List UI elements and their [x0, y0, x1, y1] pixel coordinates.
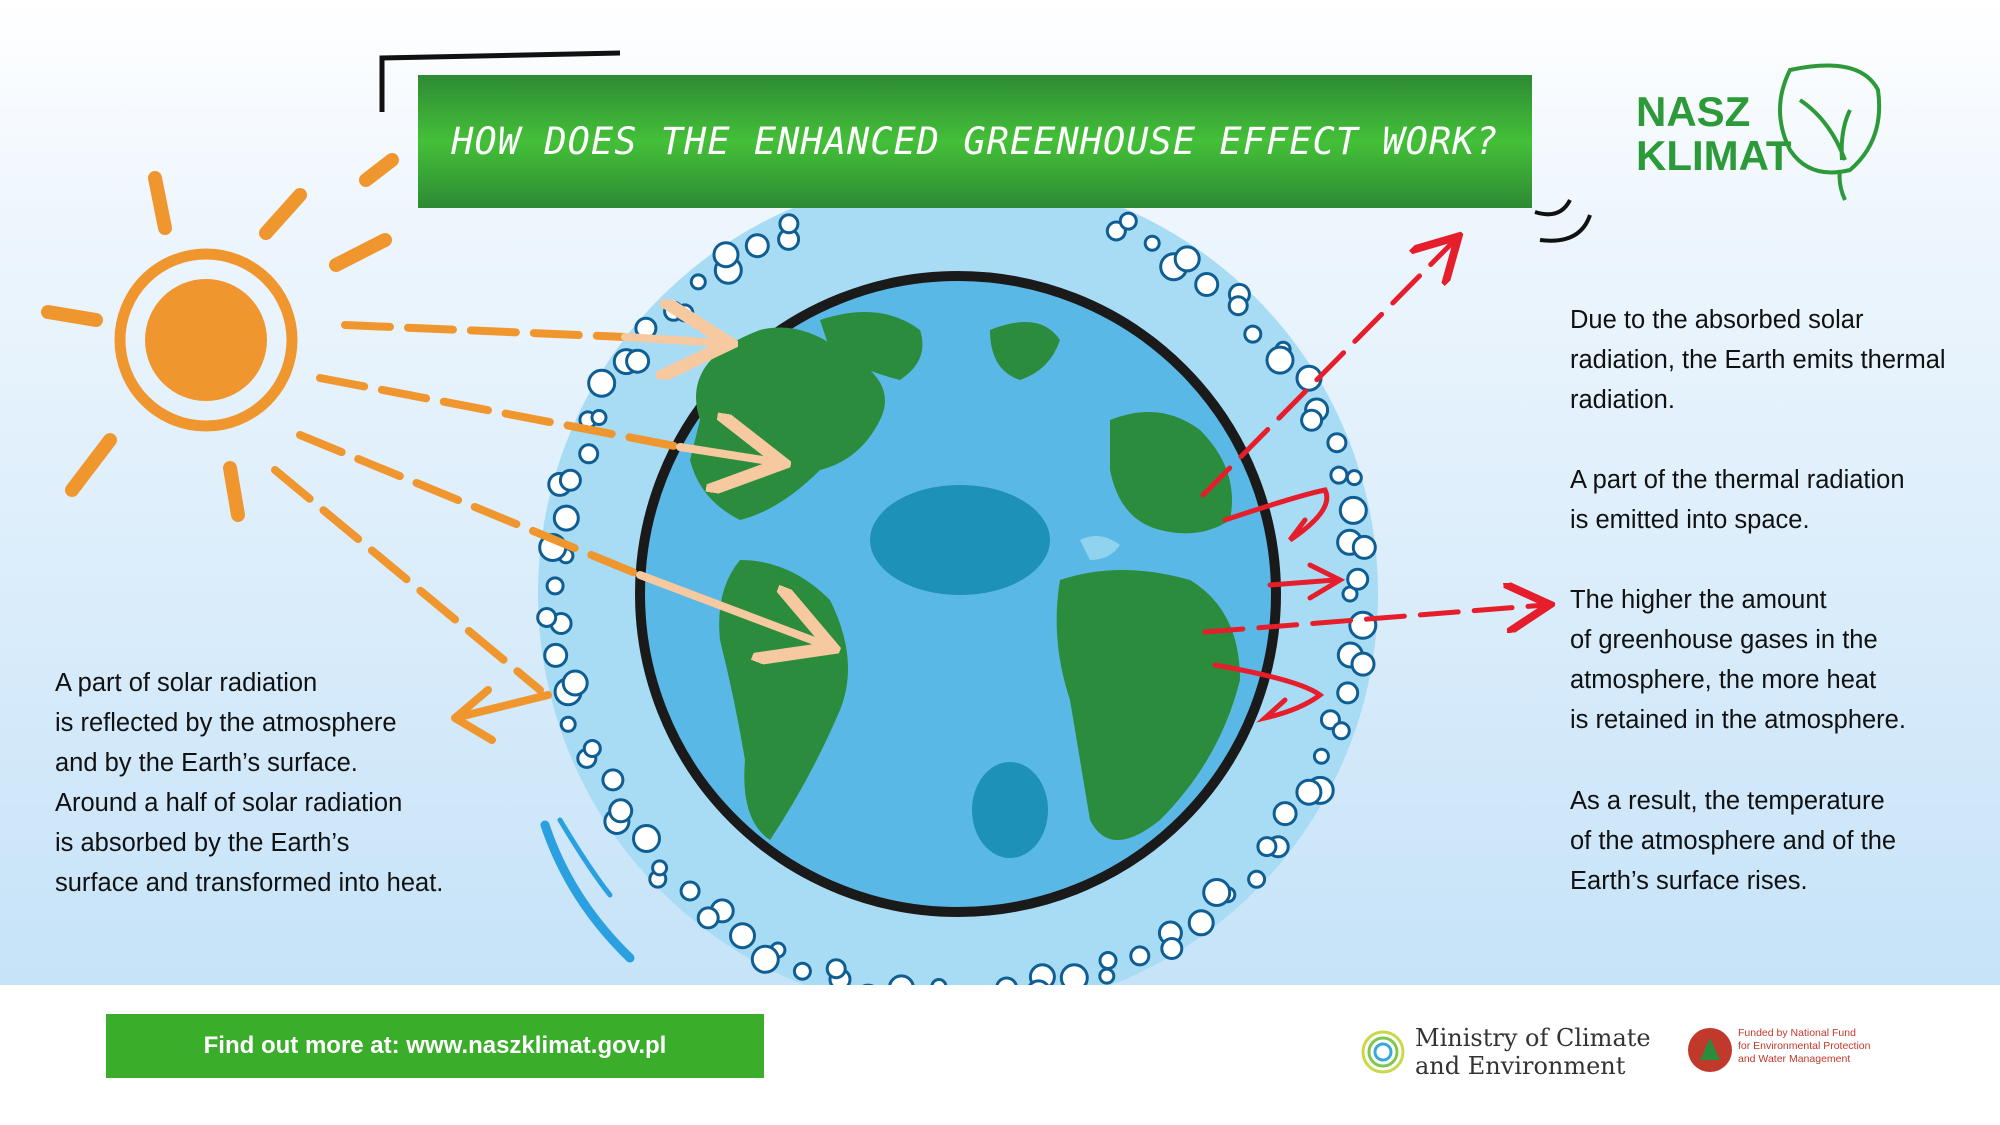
gas-bubble: [536, 607, 558, 628]
ministry-name: Ministry of Climate and Environment: [1415, 1024, 1651, 1080]
gas-bubble: [632, 824, 661, 853]
gas-bubble: [1346, 567, 1370, 591]
title-bar: HOW DOES THE ENHANCED GREENHOUSE EFFECT …: [418, 75, 1532, 208]
reflection-stroke-small: [557, 817, 613, 898]
gas-bubble: [582, 739, 602, 758]
gas-bubble: [696, 906, 720, 930]
gas-bubble: [545, 576, 565, 596]
reflection-stroke: [540, 820, 635, 963]
gas-bubble: [1194, 272, 1220, 297]
ministry-logo-icon: [1361, 1030, 1405, 1074]
gas-bubble: [778, 213, 800, 235]
gas-bubble: [1187, 909, 1215, 937]
gas-bubble: [558, 468, 582, 492]
gas-bubble: [1129, 945, 1151, 967]
gas-bubble: [1272, 801, 1298, 827]
gas-bubble: [552, 504, 580, 532]
gas-bubble: [1300, 408, 1324, 432]
logo-line-2: KLIMAT: [1636, 132, 1792, 179]
gas-bubble: [744, 233, 770, 259]
gas-bubble: [1160, 937, 1184, 960]
gas-bubble: [608, 798, 634, 824]
gas-bubble: [1336, 681, 1360, 705]
gas-bubble: [587, 368, 617, 398]
gas-bubble: [561, 669, 589, 697]
gas-bubble: [625, 348, 651, 374]
gas-bubble: [1173, 245, 1201, 273]
gas-bubble: [1202, 878, 1232, 907]
gas-bubble: [1256, 836, 1278, 858]
page-title: HOW DOES THE ENHANCED GREENHOUSE EFFECT …: [451, 120, 1499, 163]
gas-bubble: [1331, 721, 1351, 741]
gas-bubble: [1350, 651, 1376, 677]
thermal-radiation-arrows: [1200, 240, 1545, 723]
gas-bubble: [679, 880, 701, 902]
corner-bracket: [379, 50, 621, 112]
gas-bubble: [1143, 234, 1161, 252]
gas-bubble: [543, 642, 569, 668]
gas-bubble: [729, 922, 756, 950]
gas-bubble: [1348, 610, 1378, 640]
gas-bubble: [1295, 778, 1323, 806]
gas-bubble: [750, 944, 780, 974]
gas-bubble: [712, 241, 740, 269]
gas-bubble: [601, 768, 625, 792]
gas-bubble: [689, 273, 707, 291]
gas-bubble: [1098, 951, 1118, 970]
leaf-icon: [1778, 63, 1882, 201]
gas-bubble: [651, 859, 669, 877]
cta-label: Find out more at: www.naszklimat.gov.pl: [203, 1032, 667, 1059]
temperature-rise-text: As a result, the temperature of the atmo…: [1570, 787, 1897, 895]
nasz-klimat-logo[interactable]: NASZ KLIMAT: [1636, 90, 1792, 178]
greenhouse-gas-bubbles: [536, 211, 1378, 1016]
gas-bubble: [1351, 534, 1377, 560]
sun-icon: [41, 153, 399, 522]
emitted-into-space-text: A part of the thermal radiation is emitt…: [1570, 466, 1905, 534]
greenhouse-gases-text: The higher the amount of greenhouse gase…: [1570, 586, 1906, 734]
gas-bubble: [792, 961, 812, 981]
earth-icon: [635, 271, 1281, 917]
gas-bubble: [1312, 747, 1330, 765]
gas-bubble: [1345, 469, 1363, 487]
logo-line-1: NASZ: [1636, 88, 1751, 135]
gas-bubble: [1326, 432, 1348, 454]
fund-credit: Funded by National Fund for Environmenta…: [1738, 1027, 1871, 1065]
gas-bubble: [590, 409, 608, 426]
gas-bubble: [825, 958, 847, 980]
gas-bubble: [578, 443, 600, 465]
solar-radiation-arrows: [271, 325, 825, 744]
gas-bubble: [559, 715, 577, 733]
gas-bubble: [1118, 211, 1138, 231]
gas-bubble: [1265, 345, 1295, 375]
squiggle-lines: [1534, 199, 1592, 243]
gas-bubble: [1338, 495, 1368, 525]
reflection-explanation: A part of solar radiation is reflected b…: [55, 669, 444, 897]
gas-bubble: [1098, 967, 1116, 985]
find-out-more-link[interactable]: Find out more at: www.naszklimat.gov.pl: [106, 1014, 764, 1078]
thermal-emission-text: Due to the absorbed solar radiation, the…: [1570, 306, 1946, 414]
gas-bubble: [1227, 295, 1249, 317]
gas-bubble: [1243, 324, 1263, 344]
gas-bubble: [1329, 465, 1349, 485]
gas-bubble: [675, 303, 695, 323]
fund-logo-icon: [1688, 1028, 1732, 1072]
gas-bubble: [1247, 869, 1267, 889]
